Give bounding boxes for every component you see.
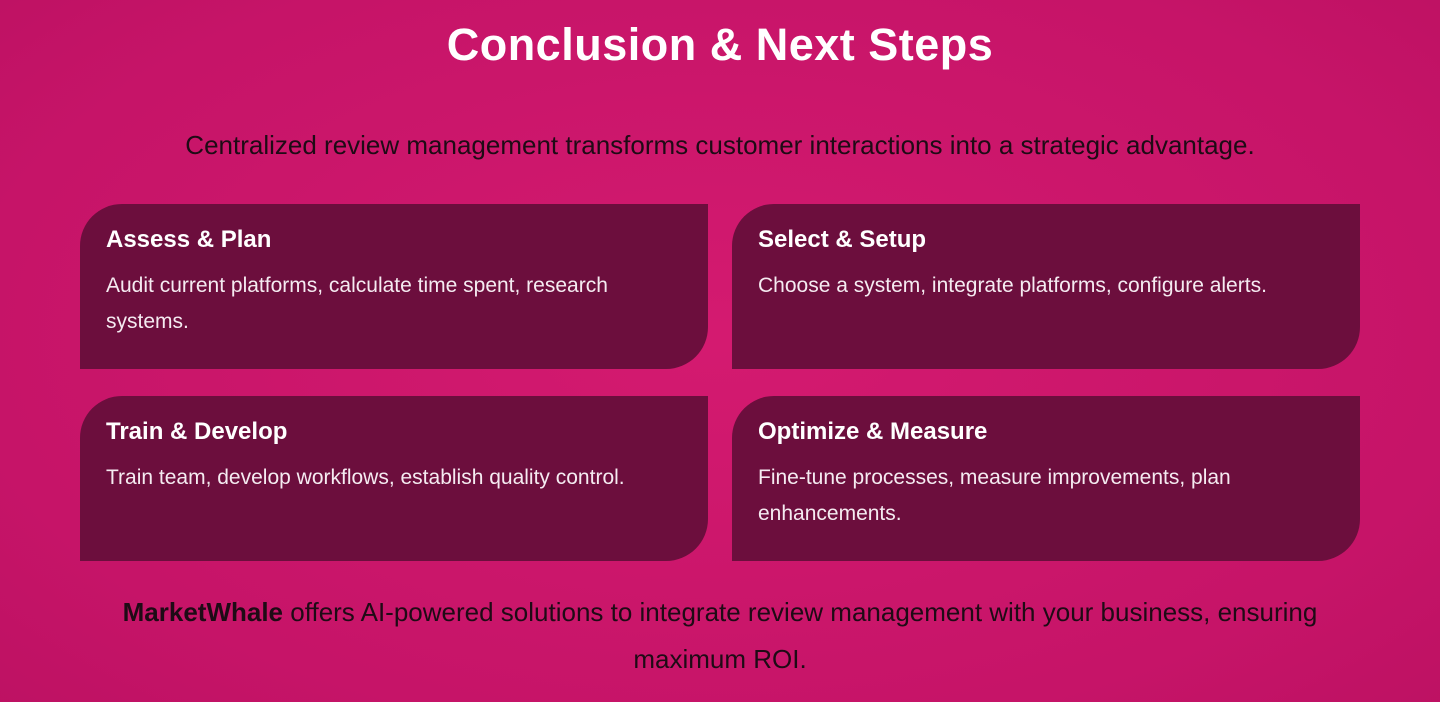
brand-name: MarketWhale bbox=[122, 597, 284, 627]
card-optimize-measure: Optimize & Measure Fine-tune processes, … bbox=[732, 396, 1360, 561]
card-body: Audit current platforms, calculate time … bbox=[106, 274, 608, 333]
card-body: Fine-tune processes, measure improvement… bbox=[758, 466, 1231, 525]
page-title: Conclusion & Next Steps bbox=[446, 19, 994, 70]
footer-note: MarketWhale offers AI-powered solutions … bbox=[95, 589, 1345, 683]
slide-subtitle: Centralized review management transforms… bbox=[185, 130, 1255, 160]
card-title: Assess & Plan bbox=[106, 226, 272, 253]
card-title: Optimize & Measure bbox=[758, 418, 988, 445]
footer-text: offers AI-powered solutions to integrate… bbox=[283, 597, 1318, 674]
card-assess-plan: Assess & Plan Audit current platforms, c… bbox=[80, 204, 708, 369]
card-title: Select & Setup bbox=[758, 226, 927, 253]
card-body: Train team, develop workflows, establish… bbox=[106, 466, 625, 489]
card-title: Train & Develop bbox=[106, 418, 288, 445]
cards-grid: Assess & Plan Audit current platforms, c… bbox=[80, 204, 1360, 561]
card-train-develop: Train & Develop Train team, develop work… bbox=[80, 396, 708, 561]
card-select-setup: Select & Setup Choose a system, integrat… bbox=[732, 204, 1360, 369]
card-body: Choose a system, integrate platforms, co… bbox=[758, 274, 1267, 297]
